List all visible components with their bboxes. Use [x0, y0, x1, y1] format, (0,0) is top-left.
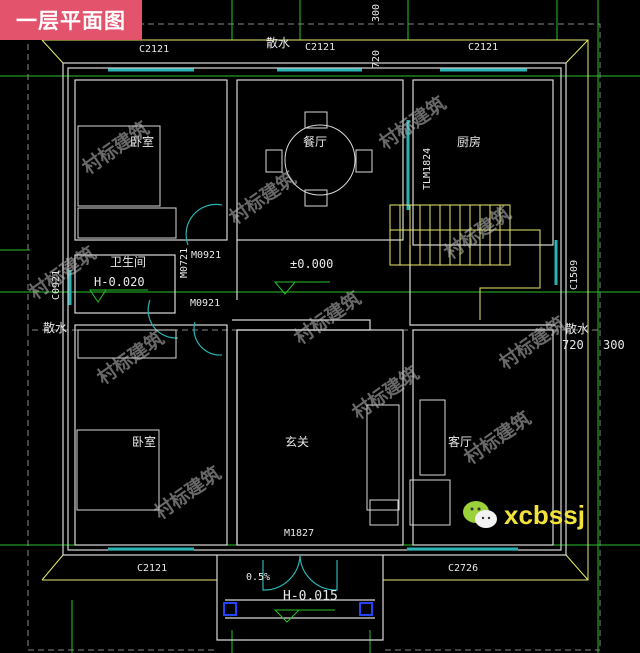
walls — [62, 62, 567, 641]
room-bedroom-bottom: 卧室 — [132, 434, 156, 449]
level-markers — [89, 281, 335, 623]
watermark: 村标建筑 — [440, 202, 515, 264]
watermarks: 村标建筑 村标建筑 村标建筑 村标建筑 村标建筑 村标建筑 村标建筑 村标建筑 … — [25, 92, 570, 524]
dining-table — [265, 111, 373, 207]
dim-300-top: 300 — [371, 4, 382, 22]
sofa-set — [366, 399, 451, 526]
label-floor-level: ±0.000 — [290, 257, 333, 271]
dim-300-right: 300 — [603, 338, 625, 352]
label-win-c1509: C1509 — [569, 260, 580, 290]
label-slope: 0.5% — [246, 572, 270, 583]
label-win-bottom-left: C2121 — [137, 563, 167, 574]
label-win-top-right: C2121 — [468, 42, 498, 53]
label-win-top-left: C2121 — [139, 44, 169, 55]
label-door-m0921-b: M0921 — [190, 298, 220, 309]
dim-720-right: 720 — [562, 338, 584, 352]
label-main-door: M1827 — [284, 528, 314, 539]
label-kitchen-door: TLM1824 — [422, 148, 433, 190]
room-foyer: 玄关 — [285, 434, 309, 449]
wechat-icon — [463, 501, 497, 528]
label-door-m0921-a: M0921 — [191, 250, 221, 261]
watermark: 村标建筑 — [495, 312, 570, 374]
label-apron-right: 散水 — [565, 321, 589, 336]
windows — [68, 68, 558, 551]
staircase — [389, 204, 541, 320]
label-door-m0721: M0721 — [179, 248, 190, 278]
label-win-bottom-right: C2726 — [448, 563, 478, 574]
brand-handle: xcbssj — [504, 499, 585, 530]
label-porch-level: H-0.015 — [283, 589, 338, 604]
column — [223, 602, 237, 616]
dim-720-top: 720 — [371, 50, 382, 68]
label-apron-left: 散水 — [43, 320, 67, 335]
dashed-boundary-lower — [27, 330, 601, 651]
column — [359, 602, 373, 616]
brand-badge: xcbssj — [462, 498, 585, 532]
doors — [147, 203, 338, 591]
apron-outline — [41, 39, 589, 581]
room-dining: 餐厅 — [303, 134, 327, 149]
watermark: 村标建筑 — [150, 462, 225, 524]
watermark: 村标建筑 — [225, 167, 300, 229]
room-bathroom: 卫生间 — [110, 255, 146, 269]
beds — [76, 125, 177, 511]
label-win-c0921: C0921 — [51, 270, 62, 300]
label-bath-level: H-0.020 — [94, 275, 145, 289]
room-kitchen: 厨房 — [457, 134, 481, 149]
label-win-top-mid: C2121 — [305, 42, 335, 53]
room-living: 客厅 — [448, 434, 472, 449]
page-title: 一层平面图 — [0, 0, 142, 40]
room-bedroom-top: 卧室 — [130, 134, 154, 149]
watermark: 村标建筑 — [290, 287, 365, 349]
watermark: 村标建筑 — [348, 362, 423, 424]
label-apron-top: 散水 — [266, 35, 290, 50]
